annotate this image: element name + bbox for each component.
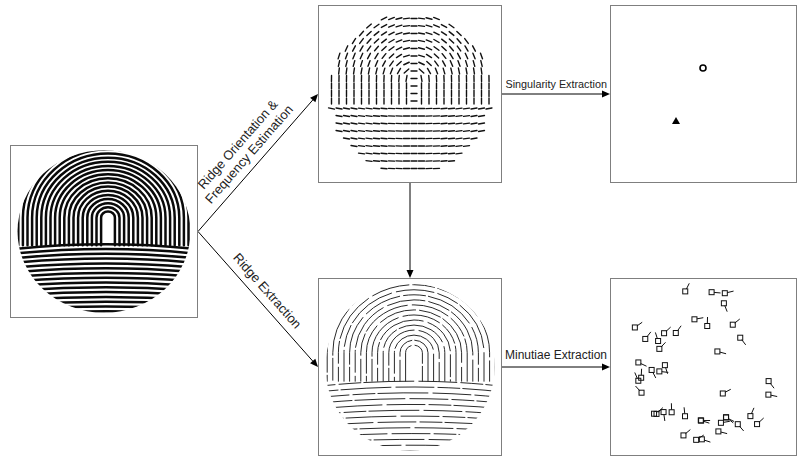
ridge-map-panel [318, 278, 502, 456]
minutiae-points [632, 283, 777, 442]
connector-arrow [502, 91, 610, 98]
connector-arrow [198, 232, 318, 368]
edge-label: Minutiae Extraction [505, 349, 607, 363]
core-point [700, 65, 706, 71]
minutiae-panel [610, 278, 797, 456]
singularity-panel [610, 5, 797, 183]
delta-point [672, 117, 680, 124]
connector-arrow [407, 183, 414, 278]
singular-points [672, 65, 706, 124]
input-fingerprint-panel [10, 145, 198, 318]
edge-label: Singularity Extraction [506, 78, 607, 90]
connector-arrow [502, 364, 610, 371]
orientation-field-panel [318, 5, 502, 183]
edge-label: Ridge Orientation & Frequency Estimation [186, 88, 301, 213]
edge-label: Ridge Extraction [230, 251, 304, 332]
orientation-field [329, 17, 492, 169]
